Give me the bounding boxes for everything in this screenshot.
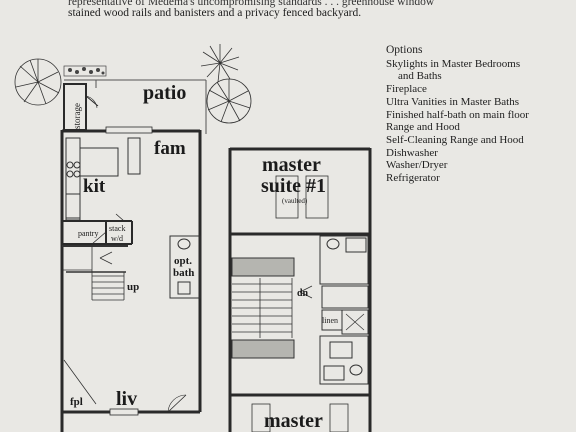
option-item: Finished half-bath on main floor (386, 108, 529, 121)
label-master-bottom: master (264, 410, 323, 432)
label-up: up (127, 281, 139, 293)
options-title: Options (386, 44, 423, 56)
label-patio: patio (143, 82, 186, 104)
shrub-icon-right (206, 78, 252, 124)
label-fpl: fpl (70, 396, 83, 408)
flower-bed-icon (63, 65, 107, 77)
patio-area (64, 79, 207, 134)
option-item: and Baths (398, 70, 442, 83)
label-dn: dn (297, 288, 309, 299)
option-item: Fireplace (386, 83, 427, 96)
label-opt: opt. (174, 255, 192, 267)
label-liv: liv (116, 388, 137, 410)
pantry-closet (62, 213, 133, 245)
label-pantry: pantry (78, 229, 98, 238)
label-suite-1: suite #1 (261, 175, 326, 197)
label-master-1: master (262, 154, 321, 176)
fireplace (63, 359, 97, 405)
label-storage: storage (72, 103, 82, 129)
label-fam: fam (154, 138, 186, 159)
intro-line-2: stained wood rails and banisters and a p… (68, 7, 362, 19)
options-list: Options Skylights in Master Bedrooms and… (386, 44, 529, 185)
option-item: Self-Cleaning Range and Hood (386, 133, 524, 146)
option-item: Washer/Dryer (386, 159, 448, 172)
shrub-icon-top (200, 44, 240, 83)
shrub-icon-left (14, 58, 62, 106)
option-item: Dishwasher (386, 146, 438, 159)
option-item: Refrigerator (386, 172, 440, 185)
label-stack: stack (109, 224, 125, 233)
option-item: Ultra Vanities in Master Baths (386, 95, 519, 108)
label-linen: linen (322, 316, 338, 325)
master-bath (319, 235, 369, 385)
optional-bath (169, 235, 201, 299)
stairs-main (62, 245, 128, 301)
label-bath: bath (173, 267, 194, 279)
skylight-marks (275, 175, 329, 219)
stairs-upper (231, 257, 313, 359)
label-vaulted: (vaulted) (282, 197, 308, 205)
skylight-marks-lower (251, 403, 349, 432)
kitchen-counters (65, 137, 141, 221)
label-wd: w/d (111, 234, 123, 243)
option-item: Skylights in Master Bedrooms (386, 57, 521, 70)
upper-floor-walls (228, 147, 372, 432)
option-item: Range and Hood (386, 121, 460, 134)
label-kit: kit (83, 176, 106, 197)
intro-line-1: representative of Medema's uncompromisin… (68, 0, 435, 8)
